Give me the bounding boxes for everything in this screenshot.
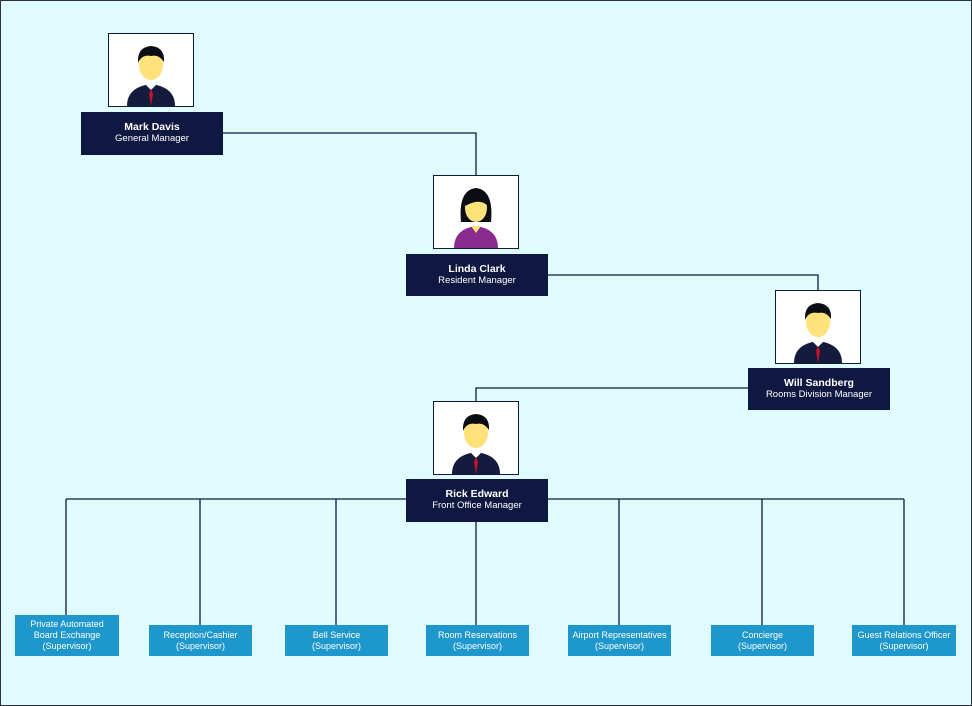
male-avatar-icon [452,414,500,474]
supervisor-pabx: Private Automated Board Exchange (Superv… [15,615,119,656]
connector-will-rick [475,387,748,401]
linda-clark-card: Linda Clark Resident Manager [406,254,548,296]
female-avatar-icon [454,188,498,248]
supervisor-airport-representatives: Airport Representatives (Supervisor) [568,625,671,656]
person-name: Rick Edward [445,488,509,500]
mark-davis-photo [108,33,194,107]
person-name: Will Sandberg [784,377,854,389]
supervisor-guest-relations-officer: Guest Relations Officer (Supervisor) [852,625,956,656]
linda-clark-photo [433,175,519,249]
supervisor-bell-service: Bell Service (Supervisor) [285,625,388,656]
person-title: Front Office Manager [432,500,522,511]
connector-mark-linda [223,132,477,175]
supervisor-concierge: Concierge (Supervisor) [711,625,814,656]
rick-edward-photo [433,401,519,475]
person-title: Rooms Division Manager [765,389,873,400]
supervisor-room-reservations: Room Reservations (Supervisor) [426,625,529,656]
person-title: General Manager [115,133,189,144]
person-name: Linda Clark [448,263,506,275]
male-avatar-icon [127,46,175,106]
connector-linda-will [548,274,819,290]
person-name: Mark Davis [124,121,180,133]
male-avatar-icon [794,303,842,363]
person-title: Resident Manager [438,275,516,286]
rick-edward-card: Rick Edward Front Office Manager [406,479,548,522]
will-sandberg-photo [775,290,861,364]
will-sandberg-card: Will Sandberg Rooms Division Manager [748,368,890,410]
mark-davis-card: Mark Davis General Manager [81,112,223,155]
supervisor-reception-cashier: Reception/Cashier (Supervisor) [149,625,252,656]
